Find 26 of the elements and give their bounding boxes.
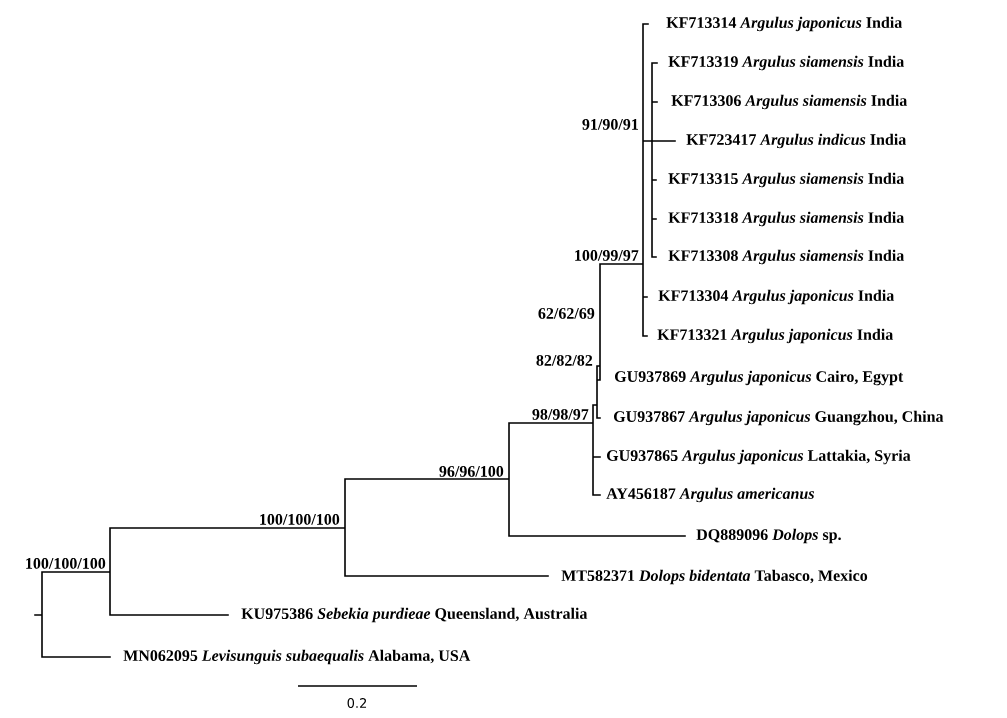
bootstrap-value: 100/100/100: [26, 558, 106, 569]
taxon-label: KF723417 Argulus indicus India: [686, 133, 907, 149]
taxon-label: KF713306 Argulus siamensis India: [671, 94, 908, 110]
taxon-label: AY456187 Argulus americanus: [606, 487, 815, 503]
taxon-label: GU937869 Argulus japonicus Cairo, Egypt: [615, 370, 904, 386]
bootstrap-value: 98/98/97: [532, 409, 589, 420]
taxon-label: MT582371 Dolops bidentata Tabasco, Mexico: [561, 569, 868, 585]
bootstrap-value: 100/100/100: [260, 514, 340, 525]
bootstrap-value: 96/96/100: [439, 466, 504, 477]
taxon-label: KF713308 Argulus siamensis India: [668, 249, 905, 265]
taxon-label: GU937865 Argulus japonicus Lattakia, Syria: [607, 449, 911, 465]
bootstrap-value: 100/99/97: [575, 250, 639, 261]
bootstrap-value: 82/82/82: [536, 355, 593, 366]
taxon-label: MN062095 Levisunguis subaequalis Alabama, USA: [123, 649, 471, 665]
taxon-label: KF713319 Argulus siamensis India: [668, 55, 905, 71]
taxon-label: KF713304 Argulus japonicus India: [658, 289, 895, 305]
scale-label: 0.2: [347, 698, 367, 708]
bootstrap-value: 62/62/69: [538, 308, 595, 319]
taxon-label: KF713314 Argulus japonicus India: [666, 16, 903, 32]
taxon-label: GU937867 Argulus japonicus Guangzhou, China: [614, 410, 944, 426]
taxon-label: KF713318 Argulus siamensis India: [668, 211, 905, 227]
taxon-label: KU975386 Sebekia purdieae Queensland, Australia: [241, 607, 588, 623]
taxon-label: KF713315 Argulus siamensis India: [668, 172, 905, 188]
bootstrap-value: 91/90/91: [582, 119, 638, 130]
taxon-label: KF713321 Argulus japonicus India: [657, 328, 894, 344]
taxon-label: DQ889096 Dolops sp.: [696, 528, 841, 544]
